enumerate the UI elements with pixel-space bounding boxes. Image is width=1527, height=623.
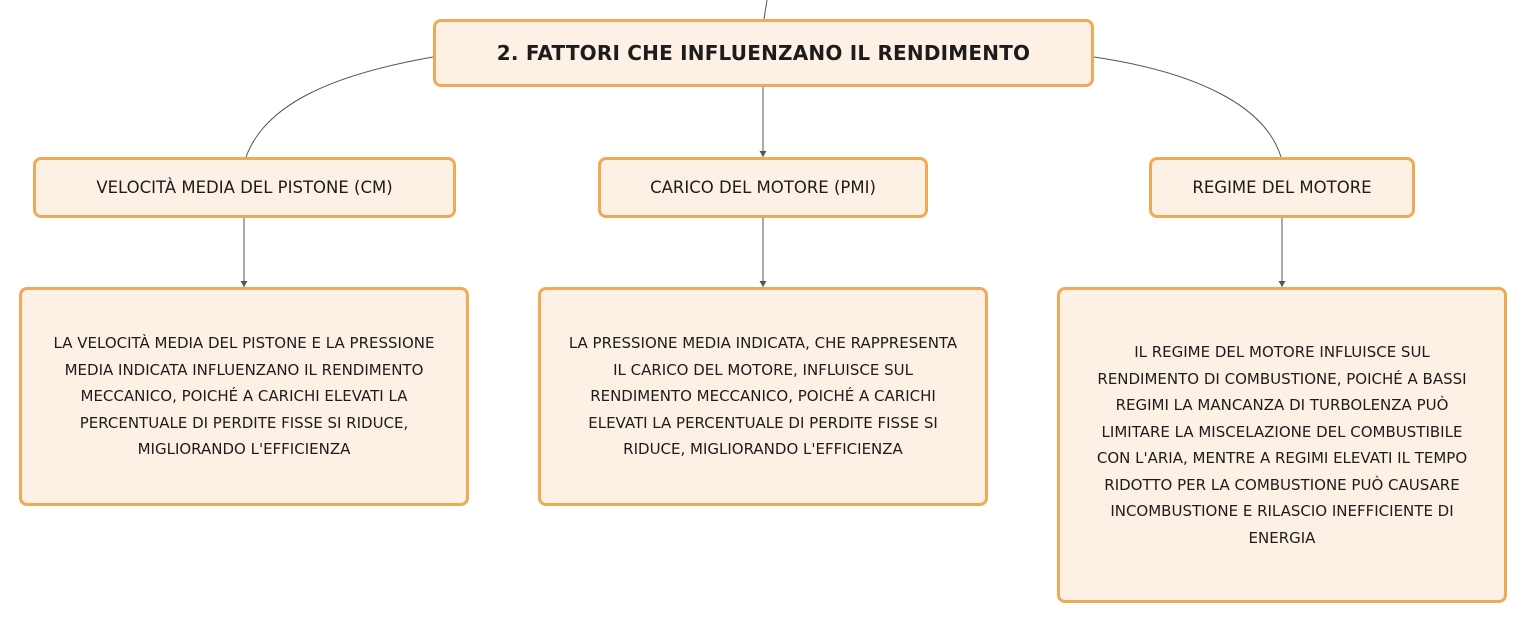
- topic-node-regime-motore[interactable]: REGIME DEL MOTORE: [1149, 157, 1415, 218]
- description-line: LIMITARE LA MISCELAZIONE DEL COMBUSTIBIL…: [1101, 422, 1463, 441]
- topic-title: REGIME DEL MOTORE: [1192, 178, 1372, 197]
- description-line: MECCANICO, POICHÉ A CARICHI ELEVATI LA: [80, 387, 408, 406]
- connector-parent-to-root: [763, 0, 768, 20]
- description-line: PERCENTUALE DI PERDITE FISSE SI RIDUCE,: [79, 413, 409, 432]
- description-line: INCOMBUSTIONE E RILASCIO INEFFICIENTE DI: [1110, 502, 1454, 520]
- description-text: IL REGIME DEL MOTORE INFLUISCE SUL RENDI…: [1097, 339, 1467, 551]
- connector-root-to-branch-3: [1093, 56, 1282, 158]
- topic-title: VELOCITÀ MEDIA DEL PISTONE (CM): [96, 178, 393, 197]
- description-line: LA VELOCITÀ MEDIA DEL PISTONE E LA PRESS…: [53, 334, 435, 353]
- topic-node-carico-motore[interactable]: CARICO DEL MOTORE (PMI): [598, 157, 928, 218]
- description-line: MEDIA INDICATA INFLUENZANO IL RENDIMENTO: [64, 360, 424, 379]
- description-node-velocita-media-pistone[interactable]: LA VELOCITÀ MEDIA DEL PISTONE E LA PRESS…: [19, 287, 469, 506]
- description-node-regime-motore[interactable]: IL REGIME DEL MOTORE INFLUISCE SUL RENDI…: [1057, 287, 1507, 603]
- arrowhead-leaf-2: [759, 281, 767, 287]
- topic-title: CARICO DEL MOTORE (PMI): [650, 178, 876, 197]
- description-line: LA PRESSIONE MEDIA INDICATA, CHE RAPPRES…: [568, 334, 958, 353]
- description-text: LA PRESSIONE MEDIA INDICATA, CHE RAPPRES…: [569, 330, 957, 463]
- description-node-carico-motore[interactable]: LA PRESSIONE MEDIA INDICATA, CHE RAPPRES…: [538, 287, 988, 506]
- root-topic-node[interactable]: 2. FATTORI CHE INFLUENZANO IL RENDIMENTO: [433, 19, 1094, 87]
- description-line: RIDOTTO PER LA COMBUSTIONE PUÒ CAUSARE: [1104, 475, 1460, 494]
- arrowhead-leaf-3: [1278, 281, 1286, 287]
- arrowhead-leaf-1: [240, 281, 248, 287]
- description-line: IL CARICO DEL MOTORE, INFLUISCE SUL: [613, 360, 913, 379]
- root-topic-title: 2. FATTORI CHE INFLUENZANO IL RENDIMENTO: [496, 41, 1031, 65]
- topic-node-velocita-media-pistone[interactable]: VELOCITÀ MEDIA DEL PISTONE (CM): [33, 157, 456, 218]
- description-line: CON L'ARIA, MENTRE A REGIMI ELEVATI IL T…: [1096, 449, 1468, 467]
- description-line: ELEVATI LA PERCENTUALE DI PERDITE FISSE …: [588, 413, 938, 432]
- description-line: REGIMI LA MANCANZA DI TURBOLENZA PUÒ: [1115, 396, 1449, 414]
- description-line: RENDIMENTO DI COMBUSTIONE, POICHÉ A BASS…: [1097, 369, 1467, 388]
- description-line: IL REGIME DEL MOTORE INFLUISCE SUL: [1134, 343, 1430, 361]
- arrowhead-branch-2: [759, 151, 767, 157]
- description-text: LA VELOCITÀ MEDIA DEL PISTONE E LA PRESS…: [54, 330, 435, 463]
- description-line: ENERGIA: [1248, 528, 1316, 547]
- description-line: MIGLIORANDO L'EFFICIENZA: [137, 440, 351, 459]
- connector-root-to-branch-1: [245, 56, 434, 158]
- description-line: RIDUCE, MIGLIORANDO L'EFFICIENZA: [623, 440, 903, 459]
- description-line: RENDIMENTO MECCANICO, POICHÉ A CARICHI: [590, 387, 936, 406]
